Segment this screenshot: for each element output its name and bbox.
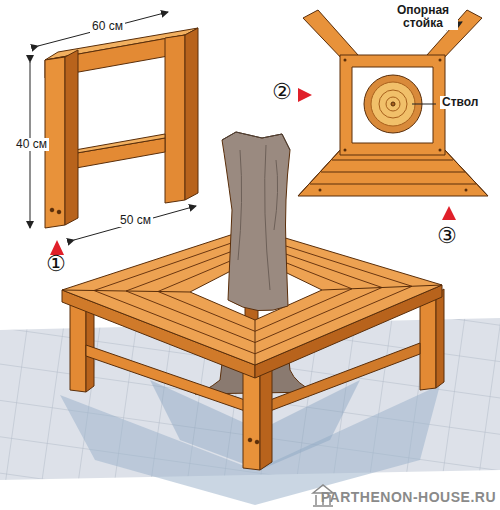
dimension-label: 50 см — [118, 214, 153, 227]
callout-number: ① — [46, 252, 66, 276]
leader-lines — [412, 22, 462, 104]
callout-number: ③ — [437, 224, 457, 248]
dimension-label: 40 см — [14, 138, 49, 151]
callout-number: ② — [272, 80, 292, 104]
plan-view — [286, 10, 500, 200]
part-label: Опорная стойка — [388, 4, 458, 30]
bench-scene — [0, 132, 500, 505]
watermark: PARTHENON-HOUSE.RU — [321, 490, 496, 505]
callout-pointer — [442, 206, 456, 220]
dimension-label: 60 см — [90, 20, 125, 33]
support-frame — [45, 28, 198, 228]
callout-pointer — [298, 88, 312, 102]
part-label: Ствол — [440, 96, 480, 109]
dimension-lines — [30, 12, 196, 240]
